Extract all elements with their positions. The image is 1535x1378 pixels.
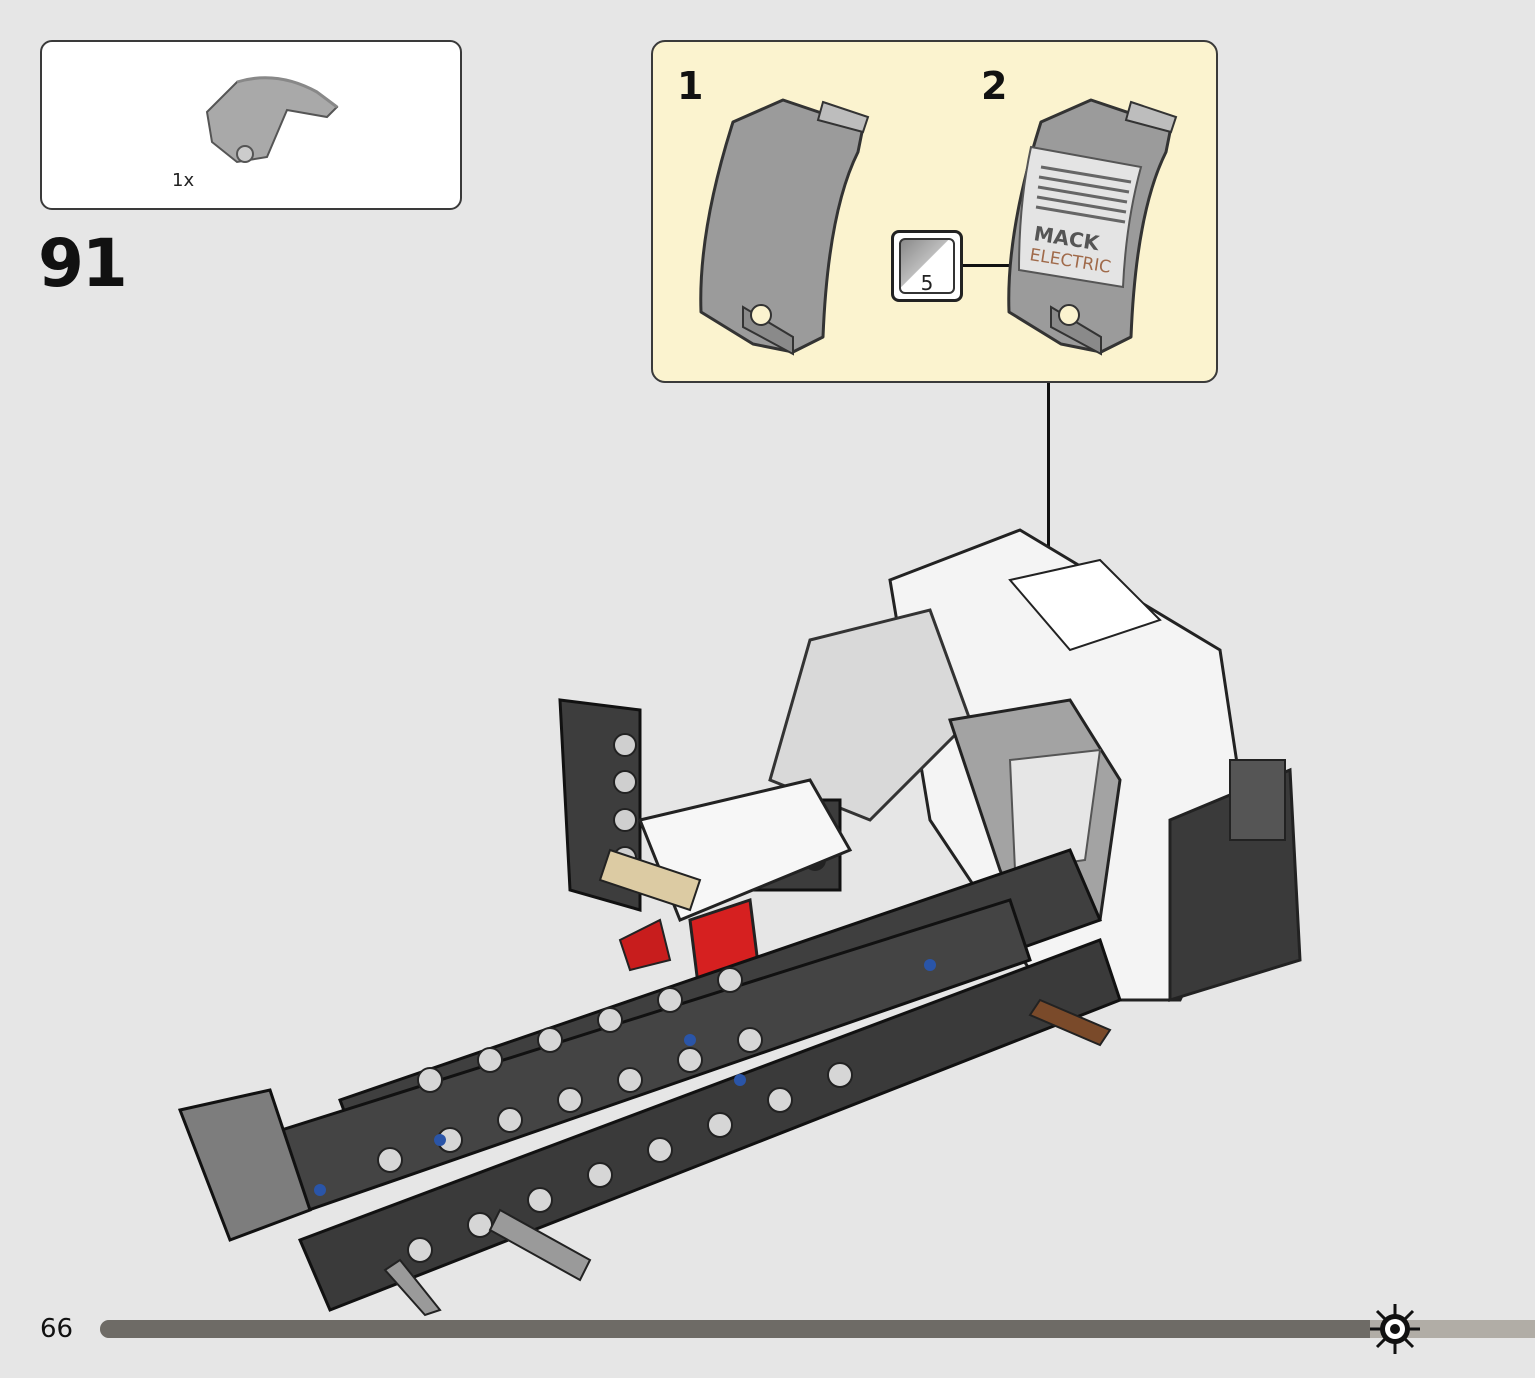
progress-bar-fill [100,1320,1370,1338]
panel-plain-icon [699,98,870,356]
sticker-pointer-line [963,264,1025,267]
parts-list-box: 1x [40,40,462,210]
gear-icon [1370,1304,1420,1354]
sticker-icon [899,238,955,294]
substep-1-number: 1 [677,64,704,108]
part-quantity: 1x [172,170,195,191]
sub-assembly-callout: 1 2 5 MACK ELECTRIC [651,40,1218,383]
progress-bar [100,1320,1535,1338]
sticker-number: 5 [920,271,934,295]
panel-decal-icon: MACK ELECTRIC [1007,98,1178,356]
grey-panel-icon [205,76,339,164]
substep-2-number: 2 [981,64,1008,108]
callout-arrow-line [1047,383,1050,673]
step-number: 91 [38,225,128,302]
page-number: 66 [40,1314,74,1344]
technic-chassis-icon [177,528,1302,1317]
sticker-reference: 5 [891,230,963,302]
